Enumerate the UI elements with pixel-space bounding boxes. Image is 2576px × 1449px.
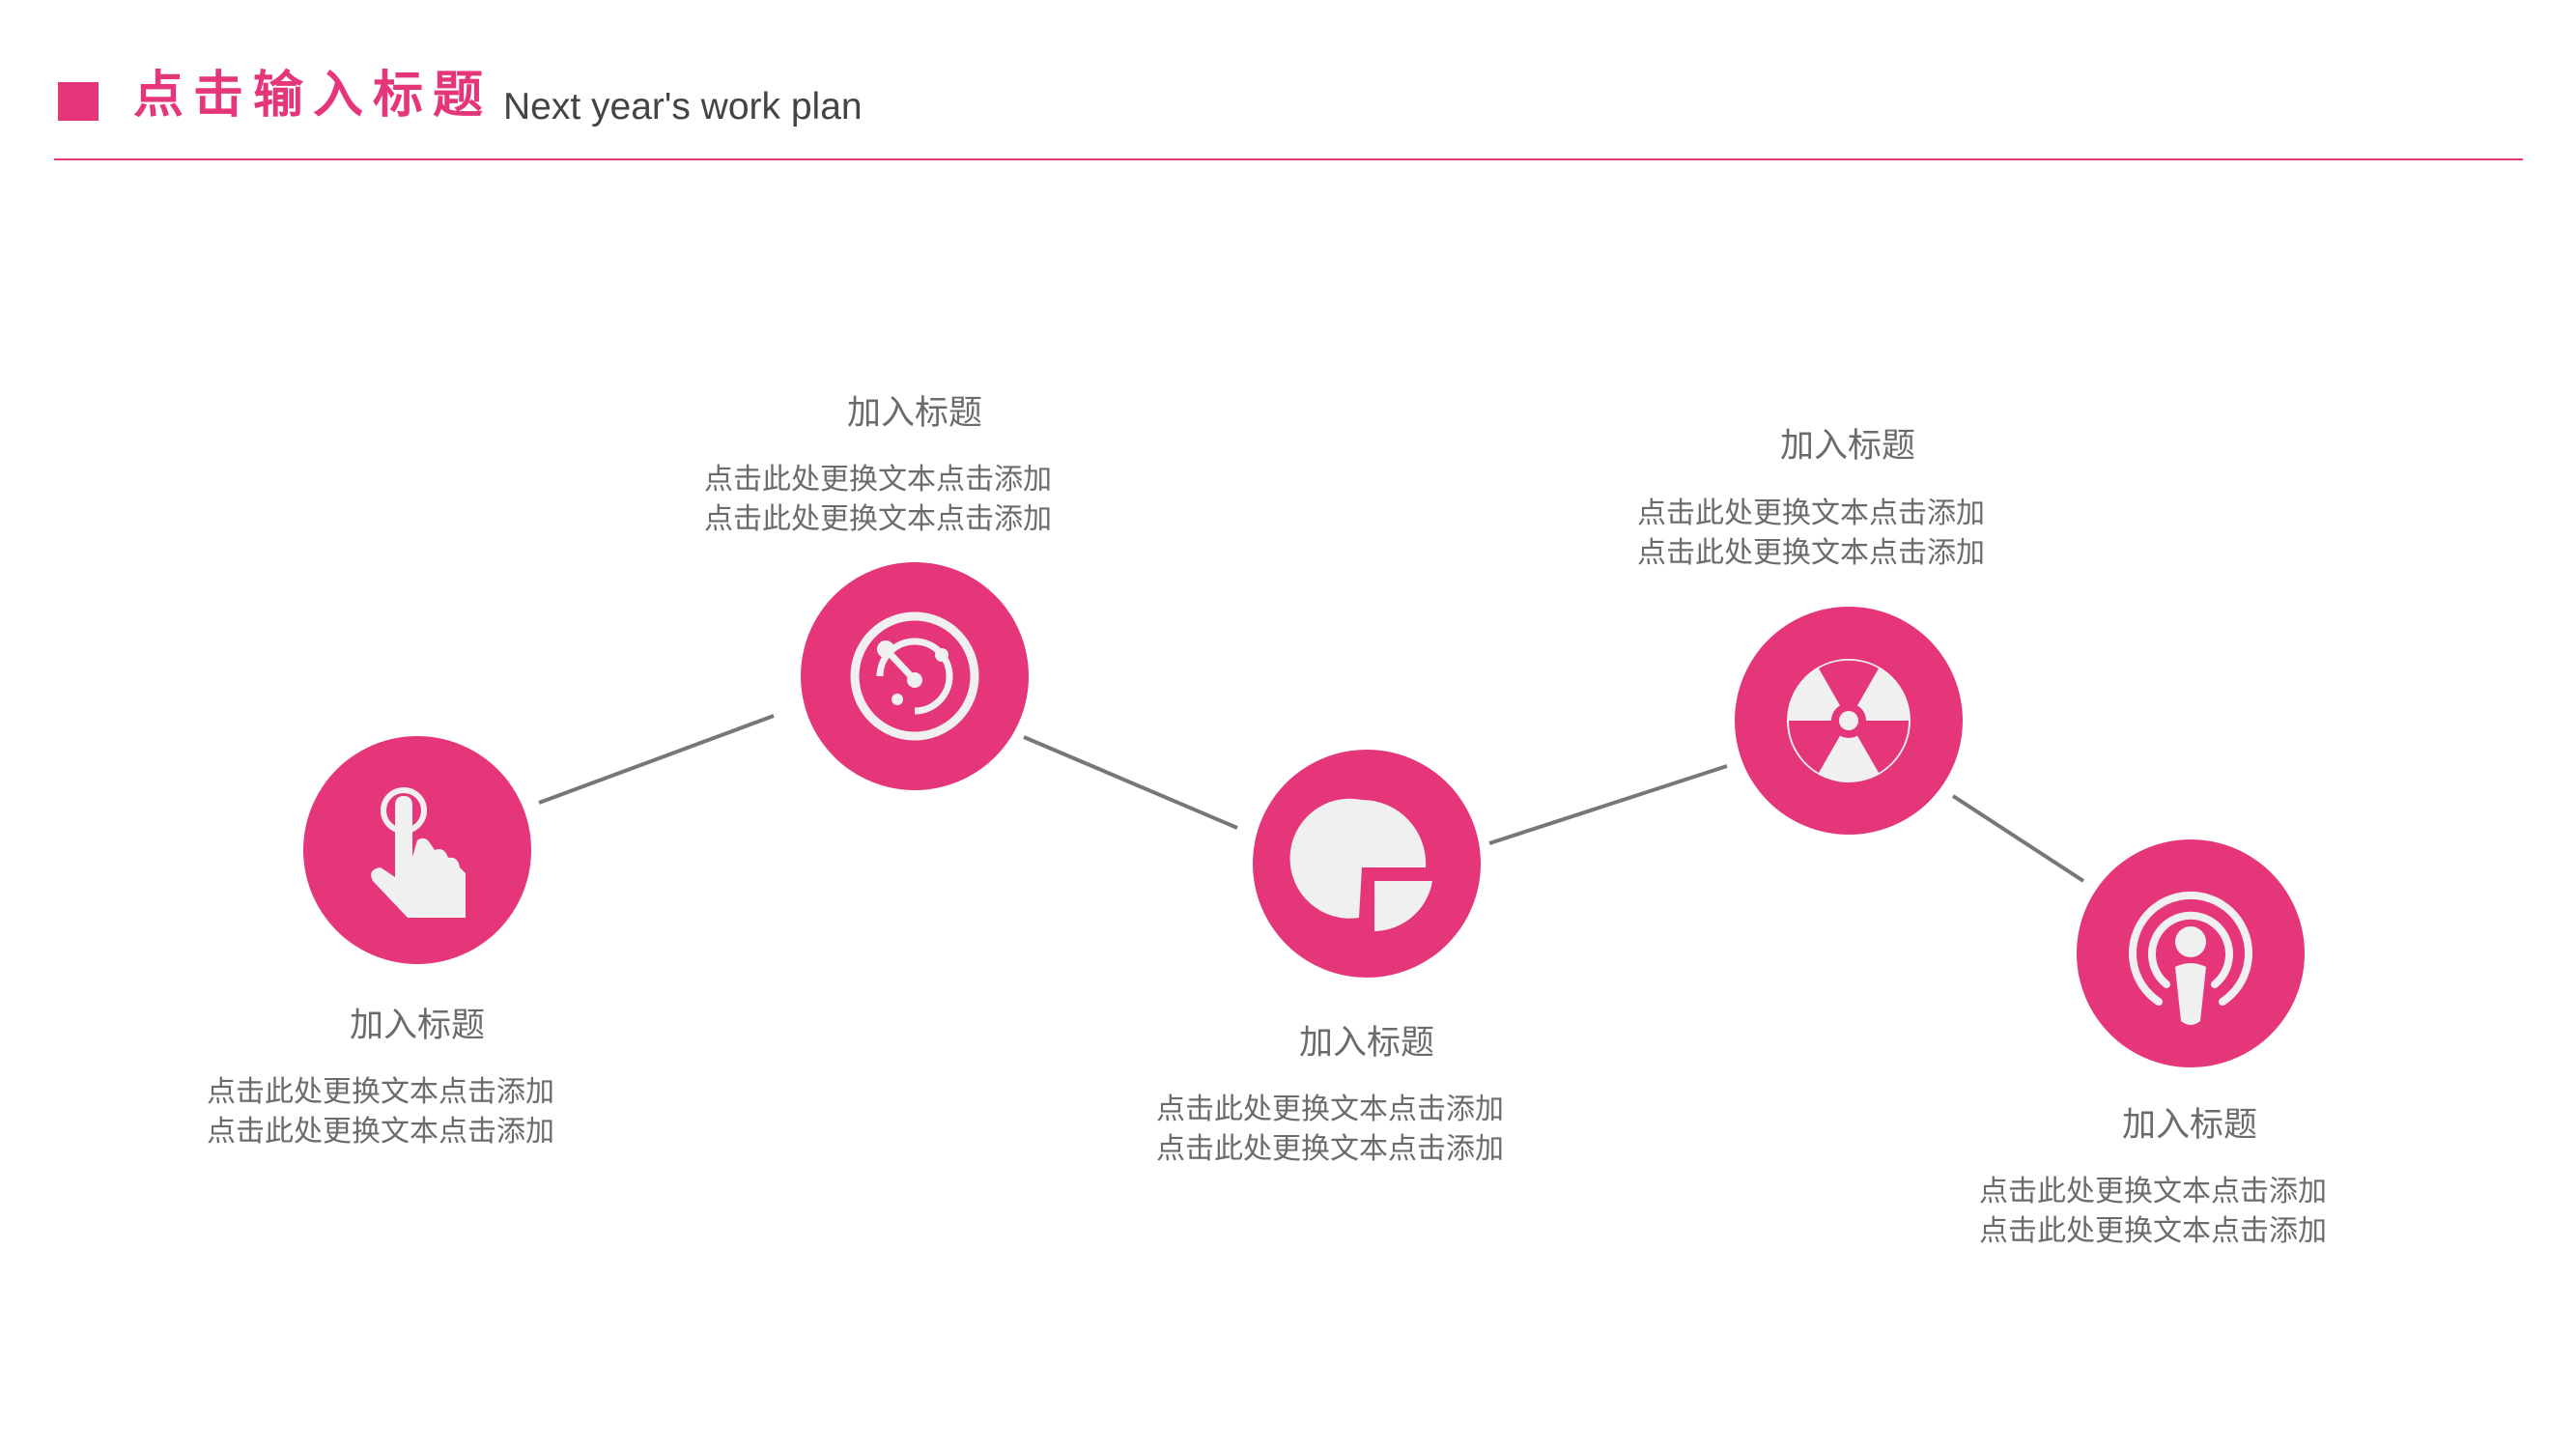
- connector-4: [1951, 794, 2085, 883]
- connector-2: [1023, 735, 1238, 830]
- step-1-desc-line-2: 点击此处更换文本点击添加: [207, 1115, 554, 1149]
- step-5-circle[interactable]: [2077, 839, 2305, 1067]
- step-2-circle[interactable]: [801, 562, 1029, 790]
- step-3-desc-line-2: 点击此处更换文本点击添加: [1156, 1132, 1504, 1166]
- step-3-circle[interactable]: [1253, 750, 1481, 978]
- pie-chart-icon: [1289, 798, 1432, 931]
- page-title[interactable]: 点击输入标题: [133, 67, 494, 125]
- step-2-title[interactable]: 加入标题: [846, 394, 982, 433]
- step-2-desc-line-2: 点击此处更换文本点击添加: [704, 502, 1052, 536]
- connector-3: [1488, 764, 1728, 845]
- step-4-circle[interactable]: [1735, 607, 1963, 835]
- step-5-desc-line-2: 点击此处更换文本点击添加: [1979, 1214, 2327, 1248]
- step-1-circle[interactable]: [303, 736, 531, 964]
- radiation-icon: [1787, 659, 1911, 782]
- page-subtitle[interactable]: Next year's work plan: [503, 86, 863, 128]
- step-1-title[interactable]: 加入标题: [349, 1007, 485, 1045]
- step-3-desc-line-1: 点击此处更换文本点击添加: [1156, 1093, 1504, 1126]
- header-square: [58, 82, 99, 121]
- step-5-desc-line-1: 点击此处更换文本点击添加: [1979, 1175, 2327, 1208]
- podcast-icon: [2129, 891, 2252, 1025]
- step-2-description[interactable]: 点击此处更换文本点击添加 点击此处更换文本点击添加: [627, 460, 1129, 539]
- step-3-description[interactable]: 点击此处更换文本点击添加 点击此处更换文本点击添加: [1079, 1090, 1581, 1169]
- step-4-desc-line-2: 点击此处更换文本点击添加: [1637, 536, 1985, 570]
- step-4-title[interactable]: 加入标题: [1779, 427, 1915, 466]
- step-1-desc-line-1: 点击此处更换文本点击添加: [207, 1075, 554, 1109]
- step-5-description[interactable]: 点击此处更换文本点击添加 点击此处更换文本点击添加: [1902, 1172, 2404, 1251]
- step-2-desc-line-1: 点击此处更换文本点击添加: [704, 463, 1052, 497]
- step-5-title[interactable]: 加入标题: [2121, 1106, 2257, 1145]
- step-4-description[interactable]: 点击此处更换文本点击添加 点击此处更换文本点击添加: [1560, 494, 2062, 573]
- step-3-title[interactable]: 加入标题: [1298, 1024, 1434, 1063]
- step-1-description[interactable]: 点击此处更换文本点击添加 点击此处更换文本点击添加: [129, 1072, 632, 1151]
- hand-pointer-icon: [371, 787, 466, 918]
- connector-1: [538, 714, 775, 805]
- step-4-desc-line-1: 点击此处更换文本点击添加: [1637, 497, 1985, 530]
- header-divider: [54, 158, 2523, 160]
- radar-icon: [850, 611, 979, 741]
